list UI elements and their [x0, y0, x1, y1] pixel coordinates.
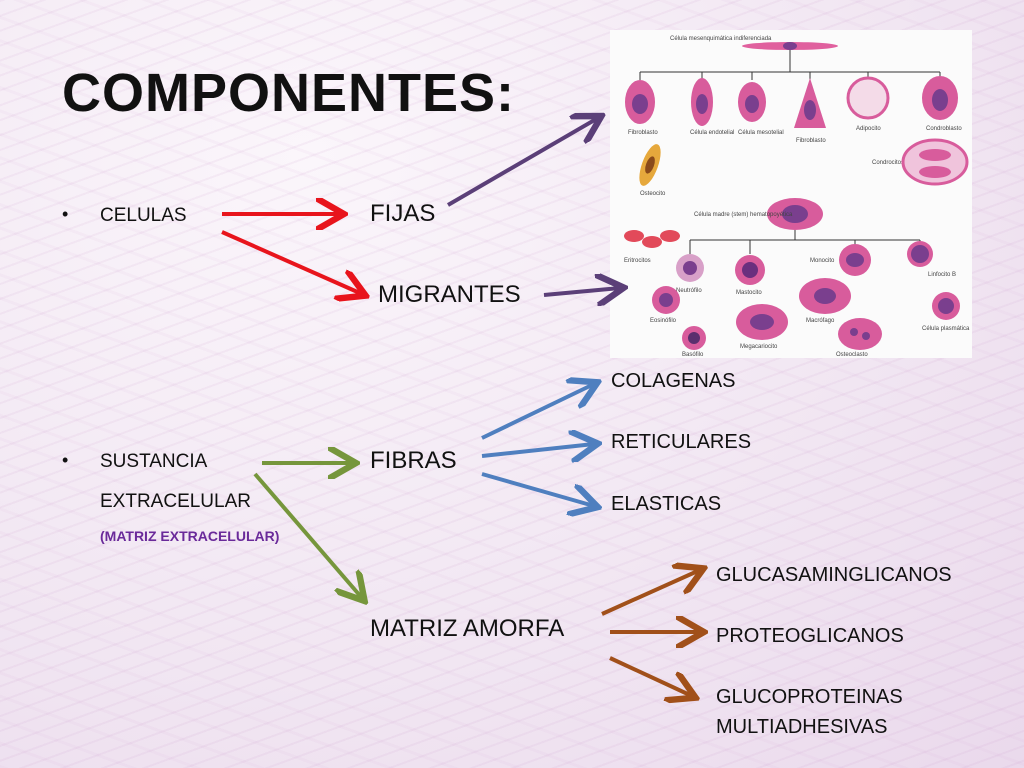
svg-text:Eosinófilo: Eosinófilo: [650, 318, 677, 324]
matriz-amorfa-label: MATRIZ AMORFA: [370, 615, 565, 642]
arrow-fibras-to-colagenas: [481, 384, 594, 440]
svg-text:Célula plasmática: Célula plasmática: [922, 326, 970, 332]
svg-text:Eritrocitos: Eritrocitos: [624, 258, 651, 264]
svg-text:Célula mesenquimática indifere: Célula mesenquimática indiferenciada: [670, 36, 772, 42]
svg-text:Basófilo: Basófilo: [682, 352, 704, 358]
extracelular-label: EXTRACELULAR: [100, 491, 251, 512]
sustancia-label: SUSTANCIA: [100, 451, 208, 472]
svg-text:Condrocitos: Condrocitos: [872, 160, 904, 166]
arrow-matriz-to-glucoproteinas: [609, 656, 692, 696]
reticulares-label: RETICULARES: [611, 431, 752, 453]
fibras-label: FIBRAS: [370, 447, 457, 474]
bullet-celulas: •: [62, 204, 69, 224]
arrow-fijas-to-figure: [446, 118, 598, 207]
svg-text:Célula madre (stem) hematopoyé: Célula madre (stem) hematopoyética: [694, 212, 793, 218]
fijas-label: FIJAS: [370, 200, 436, 227]
svg-text:Osteoclasto: Osteoclasto: [836, 352, 868, 358]
svg-text:Megacariocito: Megacariocito: [740, 344, 778, 350]
svg-text:Monocito: Monocito: [810, 258, 835, 264]
svg-text:Condroblasto: Condroblasto: [926, 126, 962, 132]
arrow-matriz-to-glucosaminoglicanos: [601, 570, 700, 616]
svg-text:Célula endotelial: Célula endotelial: [690, 130, 734, 136]
glucasaminglicanos-label: GLUCASAMINGLICANOS: [716, 564, 952, 586]
svg-text:Fibroblasto: Fibroblasto: [796, 138, 826, 144]
migrantes-label: MIGRANTES: [378, 281, 521, 308]
migrant-cells-figure: Célula madre (stem) hematopoyética Eritr…: [610, 196, 972, 358]
svg-text:Macrófago: Macrófago: [806, 318, 835, 324]
arrow-celulas-to-migrantes: [221, 230, 362, 294]
svg-text:Fibroblasto: Fibroblasto: [628, 130, 658, 136]
arrow-fibras-to-elasticas: [481, 472, 594, 506]
arrow-fibras-to-reticulares: [481, 444, 594, 456]
slide-title: COMPONENTES:: [62, 63, 516, 123]
svg-text:Linfocito B: Linfocito B: [928, 272, 956, 278]
glucoproteinas-label: GLUCOPROTEINAS: [716, 686, 903, 708]
svg-text:Neutrófilo: Neutrófilo: [676, 288, 702, 294]
proteoglicanos-label: PROTEOGLICANOS: [716, 625, 904, 647]
svg-text:Adipocito: Adipocito: [856, 126, 881, 132]
bullet-sustancia: •: [62, 450, 69, 470]
fixed-cells-figure: Célula mesenquimática indiferenciada Fib…: [610, 30, 972, 202]
svg-text:Célula mesotelial: Célula mesotelial: [738, 130, 784, 136]
elasticas-label: ELASTICAS: [611, 493, 722, 515]
colagenas-label: COLAGENAS: [611, 370, 736, 392]
celulas-label: CELULAS: [100, 205, 187, 226]
svg-text:Mastocito: Mastocito: [736, 290, 762, 296]
multiadhesivas-label: MULTIADHESIVAS: [716, 716, 888, 738]
svg-text:Osteocito: Osteocito: [640, 191, 666, 197]
arrow-migrantes-to-figure: [543, 288, 620, 295]
matriz-extracelular-note: (MATRIZ EXTRACELULAR): [100, 528, 280, 544]
arrow-sustancia-to-matriz: [253, 472, 362, 598]
